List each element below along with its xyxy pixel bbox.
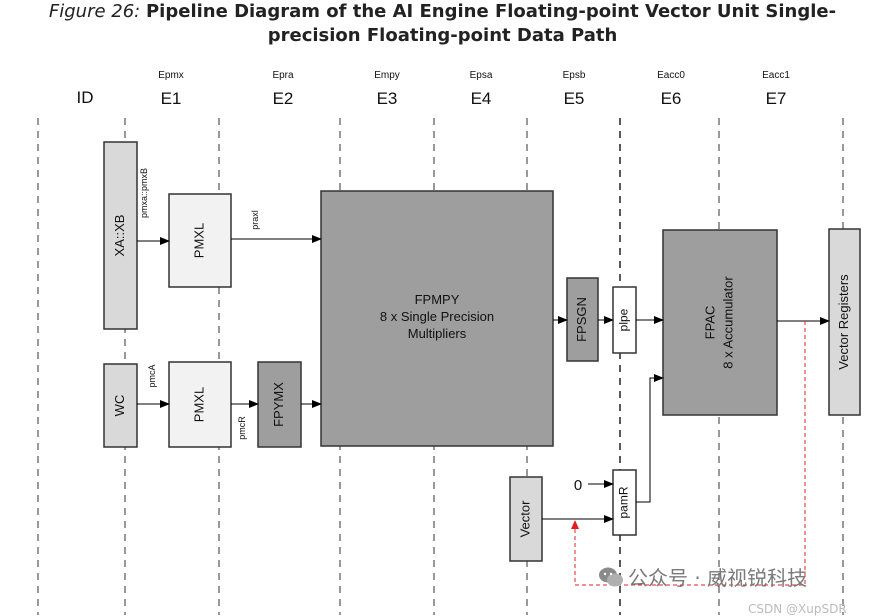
connections bbox=[137, 235, 830, 523]
signal-pmca: pmcA bbox=[147, 364, 157, 387]
fpymx-label: FPYMX bbox=[271, 382, 286, 427]
vector-registers-label: Vector Registers bbox=[836, 274, 851, 370]
wechat-icon bbox=[598, 566, 624, 588]
pamr-block: pamR bbox=[612, 469, 637, 536]
pmxl-bottom-label: PMXL bbox=[191, 387, 206, 422]
vector-label: Vector bbox=[517, 500, 532, 538]
fpmpy-label-line3: Multipliers bbox=[408, 326, 467, 341]
wc-block: WC bbox=[103, 363, 138, 448]
plpe-label: plpe bbox=[617, 308, 631, 331]
pmxl-top-block: PMXL bbox=[168, 193, 232, 288]
feedback-path-red bbox=[571, 321, 806, 586]
stage-header-e5: Epsb E5 bbox=[563, 70, 586, 108]
watermark-sub: CSDN @XupSDR bbox=[748, 602, 847, 616]
stage-header-id: ID bbox=[77, 88, 94, 107]
fpsgn-block: FPSGN bbox=[566, 277, 599, 362]
stage-name: E1 bbox=[161, 89, 182, 108]
fpac-label-line1: FPAC bbox=[702, 306, 717, 340]
figure-title: Figure 26: Pipeline Diagram of the AI En… bbox=[0, 0, 885, 48]
stage-header-e3: Empy E3 bbox=[374, 70, 400, 108]
fpac-block: FPAC 8 x Accumulator bbox=[662, 229, 778, 416]
watermark-main: 公众号 · 威视锐科技 bbox=[628, 566, 808, 590]
stage-header-e6: Eacc0 E6 bbox=[657, 70, 685, 108]
arrow-pamr-to-fpac bbox=[636, 374, 664, 503]
signal-pmxa-pmxb: pmxa::pmxB bbox=[139, 168, 149, 218]
stage-name: ID bbox=[77, 88, 94, 107]
stage-sub: Eacc0 bbox=[657, 70, 685, 81]
wc-label: WC bbox=[112, 395, 127, 417]
stage-sub: Epsb bbox=[563, 70, 586, 81]
figure-label: Figure 26: bbox=[48, 1, 141, 22]
stage-name: E5 bbox=[564, 89, 585, 108]
stage-sub: Eacc1 bbox=[762, 70, 790, 81]
pmxl-bottom-block: PMXL bbox=[168, 361, 232, 448]
stage-name: E2 bbox=[273, 89, 294, 108]
fpmpy-label-line1: FPMPY bbox=[415, 292, 460, 307]
pamr-label: pamR bbox=[617, 486, 631, 518]
xa-xb-block: XA::XB bbox=[103, 141, 138, 330]
stage-header-e7: Eacc1 E7 bbox=[762, 70, 790, 108]
stage-sub: Epra bbox=[272, 70, 294, 81]
stage-header-e2: Epra E2 bbox=[272, 70, 294, 108]
vector-block: Vector bbox=[509, 476, 543, 562]
stage-sub: Empy bbox=[374, 70, 400, 81]
signal-zero: 0 bbox=[574, 477, 582, 494]
fpsgn-label: FPSGN bbox=[574, 297, 589, 342]
stage-header-e4: Epsa E4 bbox=[470, 70, 493, 108]
stage-name: E3 bbox=[377, 89, 398, 108]
vector-registers-block: Vector Registers bbox=[828, 228, 861, 416]
stage-sub: Epmx bbox=[158, 70, 184, 81]
fpmpy-block: FPMPY 8 x Single Precision Multipliers bbox=[320, 190, 554, 447]
xa-xb-label: XA::XB bbox=[112, 215, 127, 257]
stage-name: E7 bbox=[766, 89, 787, 108]
fpac-label-line2: 8 x Accumulator bbox=[720, 276, 735, 369]
fpymx-block: FPYMX bbox=[257, 361, 302, 448]
figure-title-line1: Pipeline Diagram of the AI Engine Floati… bbox=[145, 1, 837, 22]
stage-header-e1: Epmx E1 bbox=[158, 70, 184, 108]
signal-pmcr: pmcR bbox=[237, 416, 247, 440]
fpmpy-label-line2: 8 x Single Precision bbox=[380, 309, 494, 324]
stage-name: E4 bbox=[471, 89, 492, 108]
stage-name: E6 bbox=[661, 89, 682, 108]
figure-title-line2: precision Floating-point Data Path bbox=[267, 25, 618, 46]
pmxl-top-label: PMXL bbox=[191, 223, 206, 258]
stage-sub: Epsa bbox=[470, 70, 493, 81]
signal-praxl: praxl bbox=[250, 210, 260, 230]
plpe-block: plpe bbox=[612, 286, 637, 354]
